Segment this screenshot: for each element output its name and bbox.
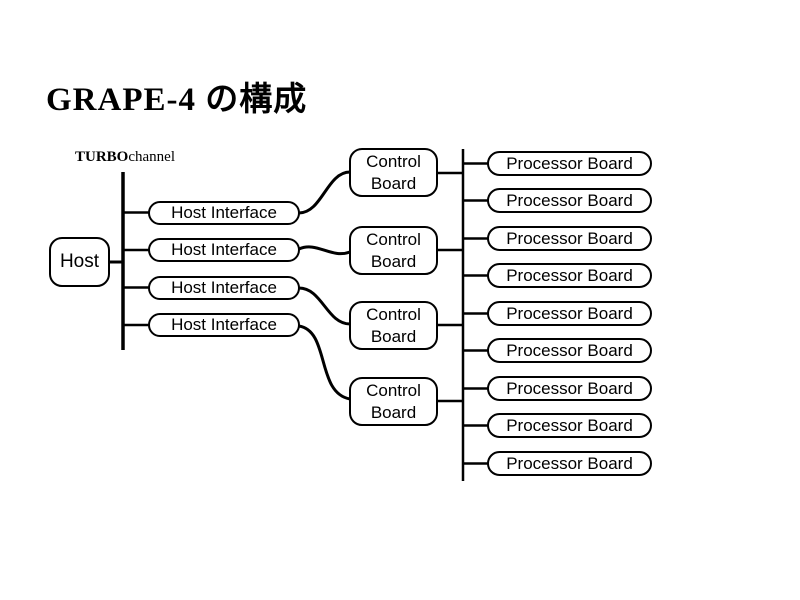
hi1-cb1-cable (298, 170, 351, 215)
processor-board-node-1: Processor Board (487, 151, 652, 176)
hi2-cb2-cable (298, 245, 351, 256)
control-board-node-1: Control Board (349, 148, 438, 197)
turbochannel-bus-label-rest: channel (128, 149, 175, 165)
page-title: GRAPE-4 の構成 (46, 82, 308, 118)
processor-board-node-8: Processor Board (487, 413, 652, 438)
processor-board-node-6: Processor Board (487, 338, 652, 363)
hi4-cb4-cable (298, 324, 351, 401)
host-interface-node-2: Host Interface (148, 238, 300, 262)
control-board-node-4: Control Board (349, 377, 438, 426)
processor-board-node-3: Processor Board (487, 226, 652, 251)
host-node: Host (49, 237, 110, 287)
turbochannel-bus-label: TURBOchannel (75, 149, 175, 166)
host-interface-node-3: Host Interface (148, 276, 300, 300)
processor-board-node-7: Processor Board (487, 376, 652, 401)
turbochannel-bus-label-bold: TURBO (75, 149, 129, 165)
host-interface-node-4: Host Interface (148, 313, 300, 337)
processor-board-node-4: Processor Board (487, 263, 652, 288)
host-interface-node-1: Host Interface (148, 201, 300, 225)
processor-board-node-5: Processor Board (487, 301, 652, 326)
processor-board-node-9: Processor Board (487, 451, 652, 476)
hi3-cb3-cable (298, 286, 351, 326)
processor-board-node-2: Processor Board (487, 188, 652, 213)
control-board-node-2: Control Board (349, 226, 438, 275)
control-board-node-3: Control Board (349, 301, 438, 350)
